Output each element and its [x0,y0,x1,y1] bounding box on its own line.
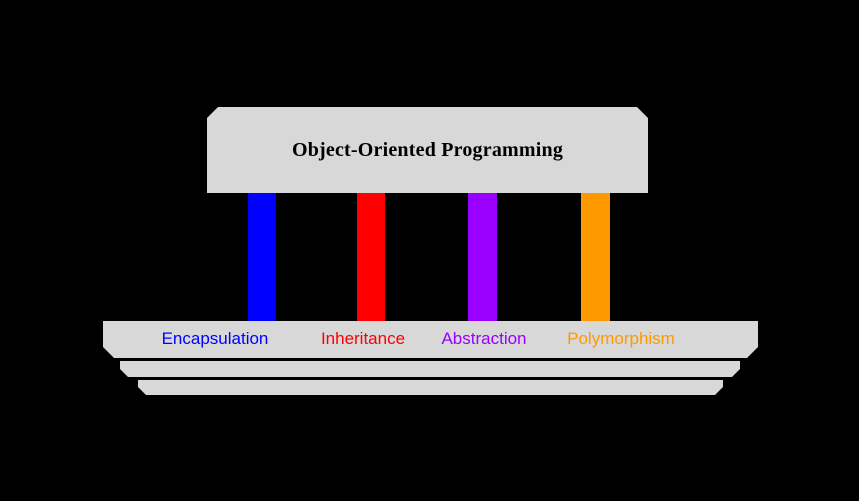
pillar-label-polymorphism: Polymorphism [567,329,675,348]
base-plate-middle [120,361,740,377]
oop-header-box: Object-Oriented Programming [207,107,648,193]
diagram-title: Object-Oriented Programming [291,138,564,161]
pillar-label-abstraction: Abstraction [441,329,527,348]
pillar-bar-inheritance [357,193,385,321]
pillar-bar-polymorphism [581,193,610,321]
base-plate-top [103,321,758,358]
pillar-bar-abstraction [468,193,497,321]
pillar-label-encapsulation: Encapsulation [161,329,269,348]
base-plate-bottom [138,380,723,395]
pillar-label-inheritance: Inheritance [320,329,406,348]
pillar-bar-encapsulation [248,193,276,321]
